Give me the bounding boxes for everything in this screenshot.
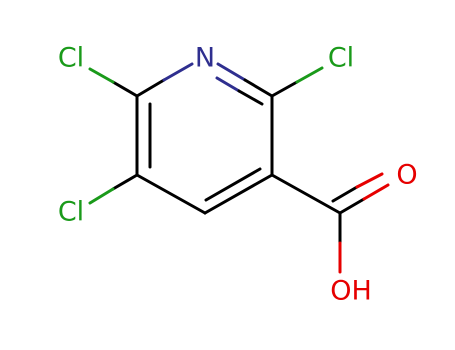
bond-c3-c4-double [204,167,262,202]
bond-n-c2-double-carbon [237,89,264,106]
bond-n-c2-carbon [243,78,274,98]
bond-c-o-double-b-oxygen [355,172,384,189]
atom-chlorine-top-right: Cl [328,43,354,74]
bond-c3-c4 [203,173,274,215]
substituent-bonds [88,66,390,274]
atom-chlorine-top-left: Cl [58,43,84,74]
atom-labels: N Cl Cl Cl O OH [58,43,418,307]
bond-c-o-double-b-carbon [331,185,359,203]
bond-c-o-double-a-oxygen [362,183,390,201]
bond-c3-cooh [270,173,342,215]
bond-c5-cl-carbon [111,173,139,191]
bond-c-o-double-a-carbon [338,197,366,215]
bond-n-c2-nitrogen [216,62,247,82]
bond-c6-n-carbon [135,78,166,98]
atom-hydroxyl: OH [330,276,372,307]
ring-bonds [135,62,274,215]
atom-nitrogen: N [195,43,215,74]
bond-c6-cl-carbon [111,80,139,98]
atom-oxygen-carbonyl: O [396,160,417,191]
bond-c6-cl-chlorine [88,67,115,84]
bond-c2-cl-carbon [270,80,299,98]
bond-c4-c5 [135,173,207,215]
bond-c2-cl-chlorine [295,66,324,84]
bond-n-c2-double-nitrogen [215,76,241,93]
bond-c6-n-nitrogen [162,62,194,82]
bond-c5-cl-chlorine [88,187,115,205]
atom-chlorine-bottom-left: Cl [58,197,84,228]
